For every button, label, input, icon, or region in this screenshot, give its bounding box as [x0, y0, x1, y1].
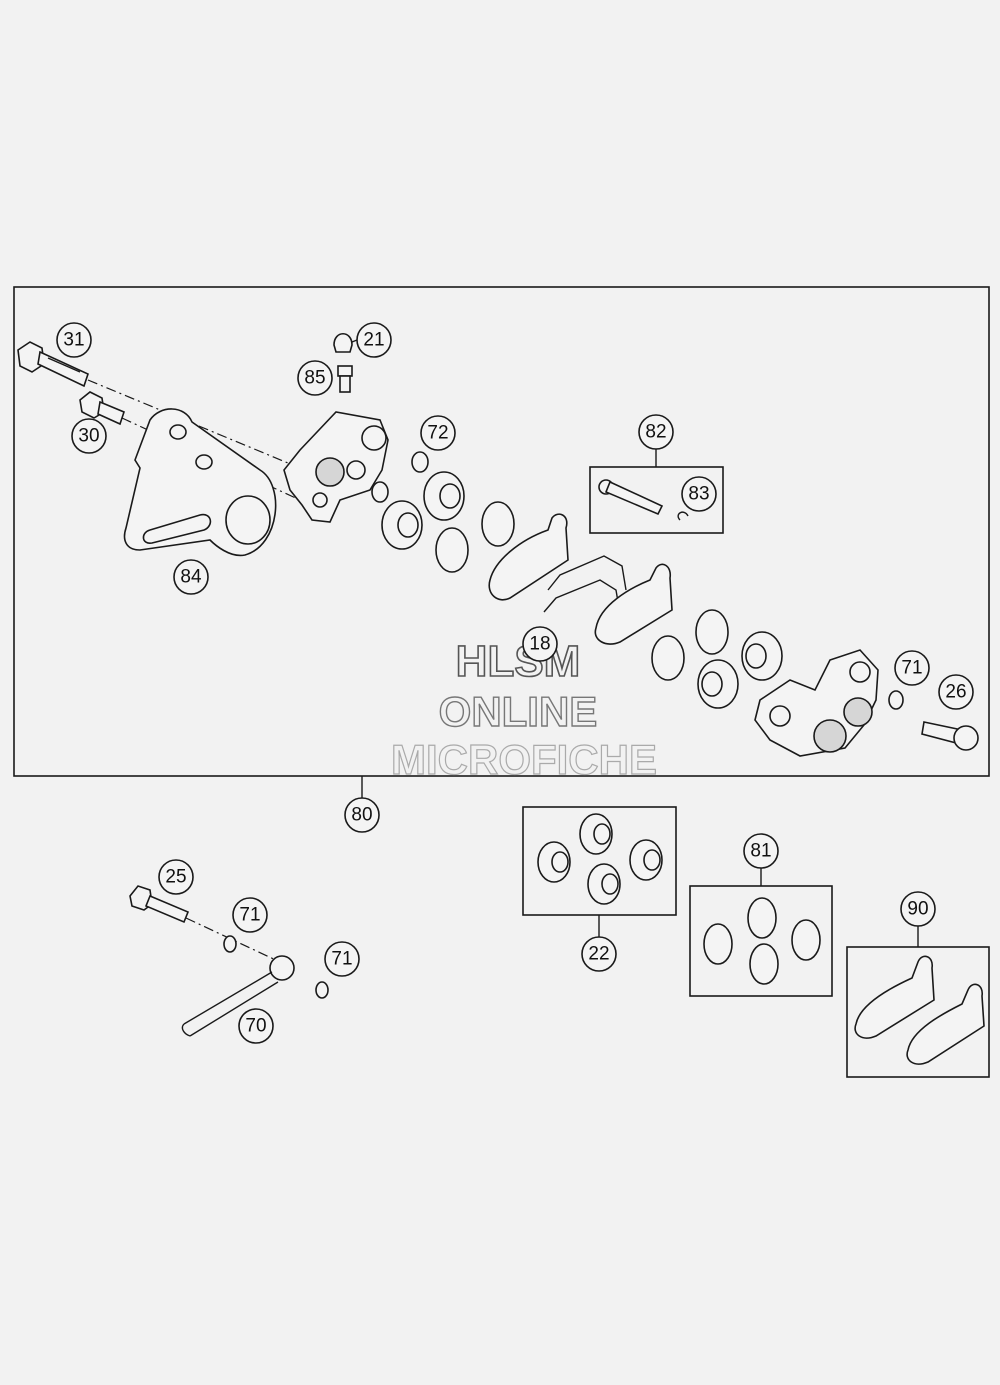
svg-text:83: 83 [688, 484, 709, 505]
svg-text:18: 18 [529, 634, 550, 655]
kit-piston[interactable] [537, 841, 571, 883]
svg-text:71: 71 [239, 905, 260, 926]
bolt-26[interactable] [921, 721, 979, 751]
callout-21[interactable]: 21 [356, 322, 392, 358]
kit-seal[interactable] [791, 919, 821, 961]
callout-22[interactable]: 22 [581, 936, 617, 972]
svg-text:90: 90 [907, 899, 928, 920]
callout-84[interactable]: 84 [173, 559, 209, 595]
callout-25[interactable]: 25 [158, 859, 194, 895]
svg-text:85: 85 [304, 368, 325, 389]
callout-18[interactable]: 18 [522, 626, 558, 662]
seal-ring[interactable] [371, 481, 389, 503]
watermark-line3: MICROFICHE [391, 736, 657, 783]
watermark: HLSM ONLINE MICROFICHE [390, 636, 657, 783]
svg-text:81: 81 [750, 841, 771, 862]
bleeder-cap-21[interactable] [333, 332, 353, 353]
svg-text:82: 82 [645, 422, 666, 443]
svg-text:72: 72 [427, 423, 448, 444]
caliper-pin[interactable] [598, 479, 664, 516]
callout-85[interactable]: 85 [297, 360, 333, 396]
svg-text:25: 25 [165, 867, 186, 888]
svg-text:30: 30 [78, 426, 99, 447]
svg-text:71: 71 [331, 949, 352, 970]
sealing-washer[interactable] [223, 935, 237, 953]
callout-71-lower[interactable]: 71 [324, 941, 360, 977]
svg-text:80: 80 [351, 805, 372, 826]
kit-piston[interactable] [629, 839, 663, 881]
kit-seal[interactable] [747, 897, 777, 939]
piston[interactable] [697, 659, 739, 709]
piston-seal[interactable] [435, 527, 469, 573]
bolt-31[interactable] [17, 341, 89, 388]
kit-piston[interactable] [587, 863, 621, 905]
assembly-frame [13, 286, 990, 777]
piston-seal[interactable] [481, 501, 515, 547]
brake-caliper-bracket[interactable] [123, 408, 277, 557]
svg-text:71: 71 [901, 658, 922, 679]
kit-seal[interactable] [703, 923, 733, 965]
piston-seal[interactable] [695, 609, 729, 655]
callout-83[interactable]: 83 [681, 476, 717, 512]
callout-71-caliper[interactable]: 71 [894, 650, 930, 686]
callout-30[interactable]: 30 [71, 418, 107, 454]
svg-text:70: 70 [245, 1016, 266, 1037]
svg-text:21: 21 [363, 330, 384, 351]
kit-seal[interactable] [749, 943, 779, 985]
kit-piston[interactable] [579, 813, 613, 855]
callout-72[interactable]: 72 [420, 415, 456, 451]
svg-text:26: 26 [945, 682, 966, 703]
brake-line-70[interactable] [181, 955, 295, 1037]
retaining-clip-83[interactable] [677, 511, 689, 521]
caliper-housing-half-left[interactable] [283, 411, 389, 523]
callout-80[interactable]: 80 [344, 797, 380, 833]
svg-text:84: 84 [180, 567, 202, 588]
bolt-30[interactable] [79, 391, 125, 426]
piston[interactable] [741, 631, 783, 681]
sealing-washer[interactable] [315, 981, 329, 999]
callout-82[interactable]: 82 [638, 414, 674, 450]
piston-seal[interactable] [651, 635, 685, 681]
kit-pad[interactable] [854, 955, 935, 1039]
piston[interactable] [381, 500, 423, 550]
callout-31[interactable]: 31 [56, 322, 92, 358]
callout-90[interactable]: 90 [900, 891, 936, 927]
watermark-line1: HLSM [456, 637, 581, 686]
bleeder-screw-85[interactable] [337, 365, 353, 393]
watermark-line2: ONLINE [439, 688, 598, 735]
callout-81[interactable]: 81 [743, 833, 779, 869]
callout-71-upper[interactable]: 71 [232, 897, 268, 933]
seal-ring[interactable] [411, 451, 429, 473]
banjo-bolt-25[interactable] [129, 885, 190, 924]
svg-text:22: 22 [588, 944, 609, 965]
kit-pad[interactable] [906, 983, 985, 1065]
piston[interactable] [423, 471, 465, 521]
caliper-housing-half-right[interactable] [754, 649, 879, 757]
callout-70[interactable]: 70 [238, 1008, 274, 1044]
svg-text:31: 31 [63, 330, 84, 351]
brake-pad[interactable] [488, 513, 569, 601]
seal-ring[interactable] [888, 690, 904, 710]
brake-pad[interactable] [594, 563, 673, 645]
callout-26[interactable]: 26 [938, 674, 974, 710]
